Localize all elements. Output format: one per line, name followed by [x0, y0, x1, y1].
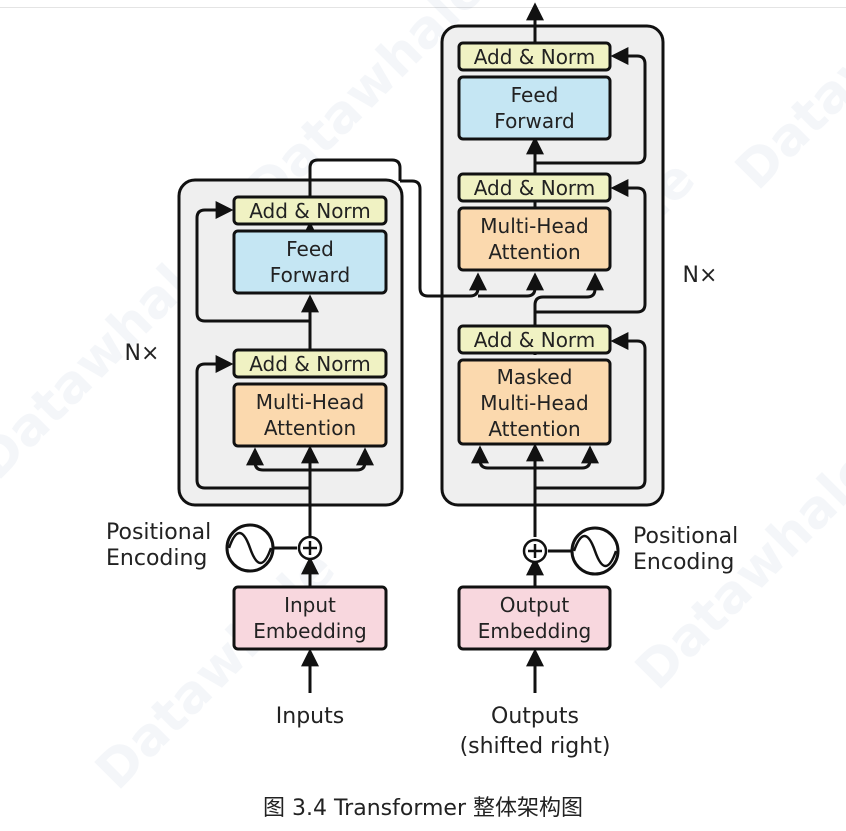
decoder-positional-encoding-line1: Positional — [633, 524, 739, 549]
encoder-positional-encoding-line1: Positional — [106, 520, 212, 545]
decoder-positional-encoding-line2: Encoding — [633, 550, 735, 575]
output-embedding-label: Output Embedding — [459, 592, 610, 644]
decoder-feed-forward-line2: Forward — [494, 109, 575, 133]
input-embedding-line1: Input — [284, 593, 336, 617]
sine-wave-icon — [572, 534, 618, 568]
encoder-positional-encoding-line2: Encoding — [106, 546, 208, 571]
encoder-attention-label: Multi-Head Attention — [234, 389, 386, 441]
outputs-line2: (shifted right) — [459, 734, 611, 759]
decoder-feed-forward — [457, 75, 612, 141]
encoder-feed-forward — [232, 229, 388, 295]
encoder-attention-line1: Multi-Head — [255, 390, 365, 414]
decoder-masked-attention-label: Masked Multi-Head Attention — [459, 364, 610, 442]
decoder-add-norm-bottom-label: Add & Norm — [473, 328, 596, 352]
figure-caption: 图 3.4 Transformer 整体架构图 — [263, 796, 583, 821]
decoder-masked-attention-line1: Masked — [496, 365, 573, 389]
decoder-feed-forward-line1: Feed — [510, 83, 559, 107]
encoder-add-norm-bottom-label: Add & Norm — [249, 352, 371, 376]
decoder-cross-attention-label: Multi-Head Attention — [459, 213, 610, 265]
output-embedding — [457, 585, 612, 651]
encoder-repeat-label: N× — [124, 341, 160, 366]
decoder-cross-attention-line2: Attention — [488, 240, 581, 264]
outputs-label: Outputs (shifted right) — [440, 704, 630, 760]
encoder-feed-forward-label: Feed Forward — [234, 236, 386, 288]
encoder-multi-head-attention — [232, 382, 388, 448]
outputs-line1: Outputs — [491, 704, 579, 729]
input-embedding — [232, 585, 388, 651]
input-embedding-label: Input Embedding — [234, 592, 386, 644]
decoder-repeat-label: N× — [682, 263, 718, 288]
decoder-masked-attention-line2: Multi-Head — [480, 391, 589, 415]
encoder-stack — [177, 178, 404, 507]
encoder-add-norm-top — [232, 195, 388, 226]
encoder-add-norm-top-label: Add & Norm — [249, 199, 371, 223]
inputs-label: Inputs — [275, 704, 345, 729]
encoder-feed-forward-line1: Feed — [286, 237, 334, 261]
decoder-add-norm-mid — [457, 172, 612, 203]
decoder-masked-multi-head-attention — [457, 358, 612, 446]
output-embedding-line1: Output — [499, 593, 570, 617]
encoder-add-norm-bottom — [232, 348, 388, 379]
top-rule — [0, 0, 846, 8]
decoder-multi-head-attention — [457, 206, 612, 272]
decoder-add-norm-mid-label: Add & Norm — [473, 176, 596, 200]
decoder-feed-forward-label: Feed Forward — [459, 82, 610, 134]
sine-wave-icon — [227, 531, 273, 565]
output-embedding-line2: Embedding — [477, 619, 592, 643]
decoder-add-norm-top — [457, 41, 612, 72]
decoder-positional-encoding-label: Positional Encoding — [633, 524, 738, 576]
decoder-add-norm-top-label: Add & Norm — [473, 45, 596, 69]
encoder-feed-forward-line2: Forward — [269, 263, 351, 287]
decoder-add-norm-bottom — [457, 324, 612, 355]
encoder-positional-encoding-label: Positional Encoding — [106, 520, 211, 572]
input-embedding-line2: Embedding — [253, 619, 367, 643]
encoder-attention-line2: Attention — [263, 416, 357, 440]
decoder-masked-attention-line3: Attention — [488, 417, 581, 441]
decoder-cross-attention-line1: Multi-Head — [480, 214, 589, 238]
